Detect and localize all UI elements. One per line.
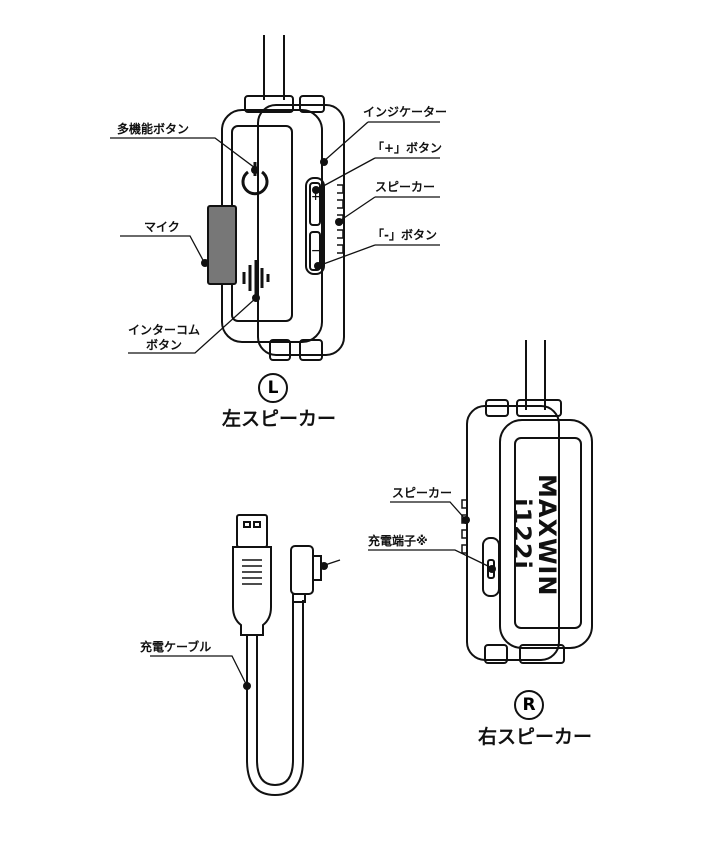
voice-icon [242, 260, 270, 296]
right-speaker-caption: 右スピーカー [478, 726, 593, 748]
left-speaker-drawing [207, 35, 345, 361]
label-speaker-left: スピーカー [375, 180, 436, 194]
logo-model: i122i [508, 498, 536, 570]
label-plus-button: 「+」ボタン [372, 141, 443, 155]
left-leader-lines [110, 121, 440, 354]
right-speaker-drawing [461, 340, 593, 664]
charging-cable-drawing [232, 514, 322, 797]
label-indicator: インジケーター [363, 105, 448, 119]
label-speaker-right: スピーカー [392, 486, 453, 500]
label-charging-cable: 充電ケーブル [140, 640, 212, 654]
minus-mark: − [311, 244, 321, 257]
left-badge: L [258, 373, 288, 403]
plus-mark: + [311, 190, 321, 203]
right-leader-lines [368, 501, 493, 569]
label-multi-function-button: 多機能ボタン [117, 122, 190, 136]
left-speaker-caption: 左スピーカー [222, 408, 337, 430]
label-intercom-button-line1: インターコム [128, 323, 201, 337]
label-intercom-button-line2: ボタン [146, 338, 183, 352]
label-mic: マイク [144, 220, 180, 234]
label-minus-button: 「-」ボタン [372, 228, 437, 242]
logo-maxwin: MAXWIN [533, 474, 561, 597]
right-badge: R [514, 690, 544, 720]
label-charge-port: 充電端子※ [368, 534, 428, 548]
